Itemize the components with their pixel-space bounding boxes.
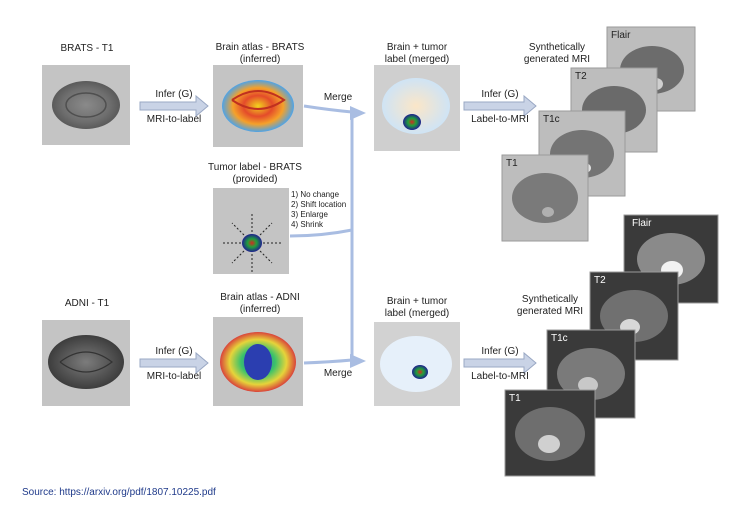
tumor-blob xyxy=(242,234,262,252)
adni-atlas-title-line2: (inferred) xyxy=(239,304,281,315)
synthetic-title-top-line2: generated MRI xyxy=(523,54,591,65)
infer-label-bottom-1: Infer (G) xyxy=(155,346,193,357)
merge-arrow-bottom xyxy=(350,354,366,368)
arrow-top-2 xyxy=(463,94,537,118)
stack-bottom-flair: Flair xyxy=(632,218,652,229)
source-caption: Source: https://arxiv.org/pdf/1807.10225… xyxy=(22,487,216,498)
label-to-mri-top: Label-to-MRI xyxy=(471,114,529,125)
synthetic-title-bottom-line1: Synthetically xyxy=(521,294,579,305)
mri-to-label-top: MRI-to-label xyxy=(146,114,202,125)
adni-merged-title-line2: label (merged) xyxy=(384,308,450,319)
merge-connector xyxy=(289,104,354,365)
tumor-label-title-line2: (provided) xyxy=(232,174,278,185)
adni-t1-title: ADNI - T1 xyxy=(64,298,110,309)
stack-bottom-t1: T1 xyxy=(509,393,521,404)
brats-atlas-title-line2: (inferred) xyxy=(239,54,281,65)
synthetic-stack-top xyxy=(501,26,696,242)
tumor-label-image xyxy=(213,188,289,274)
merge-label-bottom: Merge xyxy=(323,368,353,379)
adni-brain xyxy=(48,335,124,389)
label-to-mri-bottom: Label-to-MRI xyxy=(471,371,529,382)
stack-top-t1: T1 xyxy=(506,158,518,169)
tumor-label-title: Tumor label - BRATS (provided) xyxy=(200,162,310,186)
arrow-top-1 xyxy=(139,94,209,118)
brats-merged-title-line2: label (merged) xyxy=(384,54,450,65)
stack-bottom-t2: T2 xyxy=(594,275,606,286)
adni-atlas-title-line1: Brain atlas - ADNI xyxy=(220,292,300,303)
brats-merged-title-line1: Brain + tumor xyxy=(386,42,448,53)
stack-top-t1c: T1c xyxy=(543,114,560,125)
infer-label-top-2: Infer (G) xyxy=(481,89,519,100)
adni-merged-title-line1: Brain + tumor xyxy=(386,296,448,307)
brats-brain xyxy=(52,81,120,129)
synthetic-title-top: Synthetically generated MRI xyxy=(512,42,602,66)
brats-merged-title: Brain + tumor label (merged) xyxy=(372,42,462,66)
stack-top-t2: T2 xyxy=(575,71,587,82)
tumor-label-title-line1: Tumor label - BRATS xyxy=(208,162,302,173)
infer-label-top-1: Infer (G) xyxy=(155,89,193,100)
tumor-option-3: 3) Enlarge xyxy=(291,210,328,219)
arrow-bottom-2 xyxy=(463,351,537,375)
merge-label-top: Merge xyxy=(323,92,353,103)
mri-to-label-bottom: MRI-to-label xyxy=(146,371,202,382)
synthetic-stack-bottom xyxy=(504,214,719,477)
infer-label-bottom-2: Infer (G) xyxy=(481,346,519,357)
brats-atlas-title: Brain atlas - BRATS (inferred) xyxy=(205,42,315,66)
adni-merged-tumor xyxy=(412,365,428,379)
brats-atlas-title-line1: Brain atlas - BRATS xyxy=(215,42,305,53)
merge-arrow-top xyxy=(350,106,366,120)
tumor-option-1: 1) No change xyxy=(291,190,340,199)
stack-bottom-t1c: T1c xyxy=(551,333,568,344)
tumor-option-2: 2) Shift location xyxy=(291,200,347,209)
tumor-options-list: 1) No change 2) Shift location 3) Enlarg… xyxy=(291,190,346,230)
adni-merged-title: Brain + tumor label (merged) xyxy=(372,296,462,320)
brats-merged-tumor xyxy=(403,114,421,130)
stack-top-flair: Flair xyxy=(611,30,631,41)
arrow-bottom-1 xyxy=(139,351,209,375)
brats-atlas-map xyxy=(222,80,294,132)
synthetic-title-top-line1: Synthetically xyxy=(528,42,586,53)
tumor-option-4: 4) Shrink xyxy=(291,220,324,229)
synthetic-title-bottom: Synthetically generated MRI xyxy=(505,294,595,318)
adni-atlas-title: Brain atlas - ADNI (inferred) xyxy=(205,292,315,316)
synthetic-title-bottom-line2: generated MRI xyxy=(516,306,584,317)
brats-t1-title: BRATS - T1 xyxy=(60,43,114,54)
